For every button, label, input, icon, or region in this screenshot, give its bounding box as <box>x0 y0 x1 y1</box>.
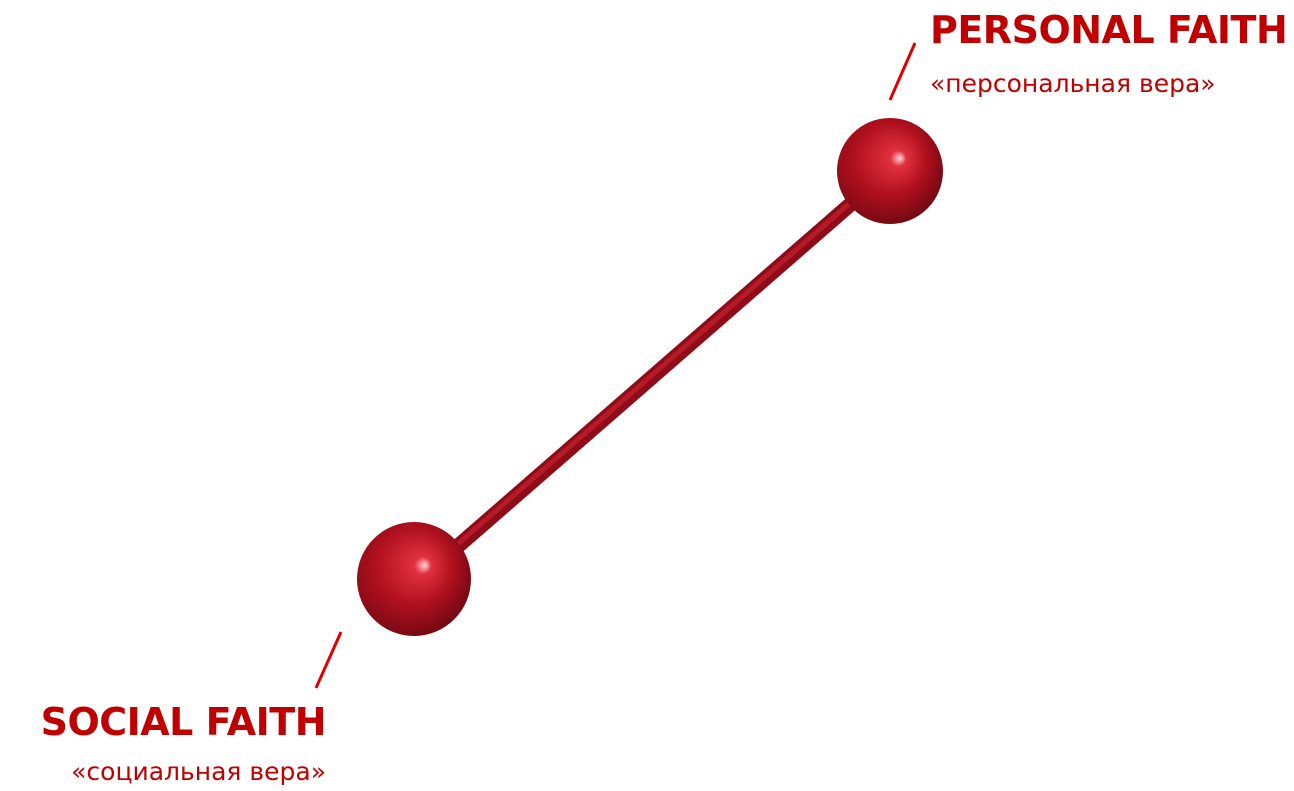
personal-leader-line <box>890 43 915 100</box>
personal-faith-title: PERSONAL FAITH <box>930 8 1287 52</box>
social-leader-line <box>316 632 341 688</box>
social-faith-subtitle: «социальная вера» <box>41 756 326 788</box>
connecting-rod-highlight <box>444 196 858 556</box>
personal-faith-label: PERSONAL FAITH «персональная вера» <box>930 8 1287 100</box>
social-faith-label: SOCIAL FAITH «социальная вера» <box>41 700 326 788</box>
personal-faith-subtitle: «персональная вера» <box>930 68 1287 100</box>
social-faith-title: SOCIAL FAITH <box>41 700 326 744</box>
personal-faith-node <box>837 118 943 224</box>
social-faith-node <box>357 522 471 636</box>
